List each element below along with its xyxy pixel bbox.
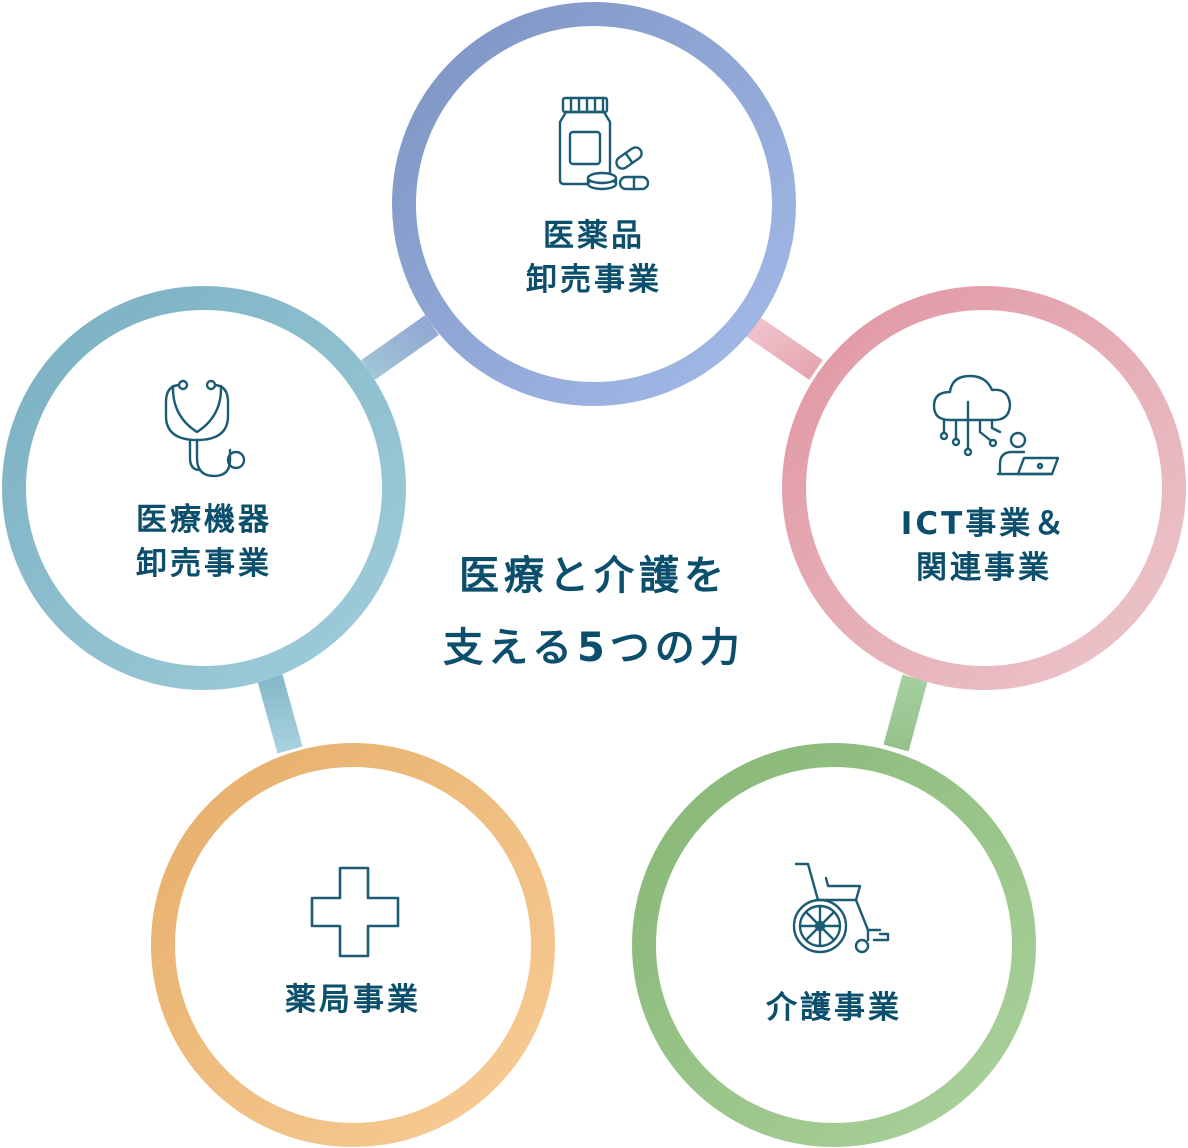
circle-device xyxy=(2,286,406,690)
cloud-network-laptop-icon xyxy=(932,374,1060,476)
connector-pharma-ict xyxy=(745,316,823,380)
medical-cross-icon xyxy=(310,866,400,958)
wheelchair-icon xyxy=(792,862,890,954)
node-label-pharmacy[interactable]: 薬局事業 xyxy=(253,978,453,1022)
stethoscope-icon xyxy=(164,379,246,478)
node-label-ict[interactable]: ICT事業＆ 関連事業 xyxy=(874,502,1094,590)
medicine-bottle-pills-icon xyxy=(558,96,650,191)
circle-pharmacy xyxy=(151,743,555,1147)
node-label-pharma[interactable]: 医薬品 卸売事業 xyxy=(494,214,694,302)
node-label-pharma-line1: 医薬品 xyxy=(543,218,645,254)
center-title: 医療と介護を 支える5つの力 xyxy=(394,540,794,684)
circle-ict xyxy=(782,286,1186,690)
center-title-line1: 医療と介護を xyxy=(459,553,729,599)
node-label-pharmacy-line1: 薬局事業 xyxy=(285,982,421,1018)
circle-pharma xyxy=(392,2,796,406)
node-label-ict-line1: ICT事業＆ xyxy=(900,506,1068,542)
center-title-line2: 支える5つの力 xyxy=(443,625,745,671)
node-label-device[interactable]: 医療機器 卸売事業 xyxy=(104,498,304,586)
connector-ict-care xyxy=(883,674,928,752)
node-label-ict-line2: 関連事業 xyxy=(916,550,1052,586)
node-label-care-line1: 介護事業 xyxy=(766,990,902,1026)
node-label-care[interactable]: 介護事業 xyxy=(734,986,934,1030)
node-label-device-line2: 卸売事業 xyxy=(136,546,272,582)
connector-device-pharmacy xyxy=(257,674,303,754)
circle-care xyxy=(632,743,1036,1147)
node-label-device-line1: 医療機器 xyxy=(136,502,272,538)
connector-device-pharma xyxy=(361,315,439,380)
node-label-pharma-line2: 卸売事業 xyxy=(526,262,662,298)
